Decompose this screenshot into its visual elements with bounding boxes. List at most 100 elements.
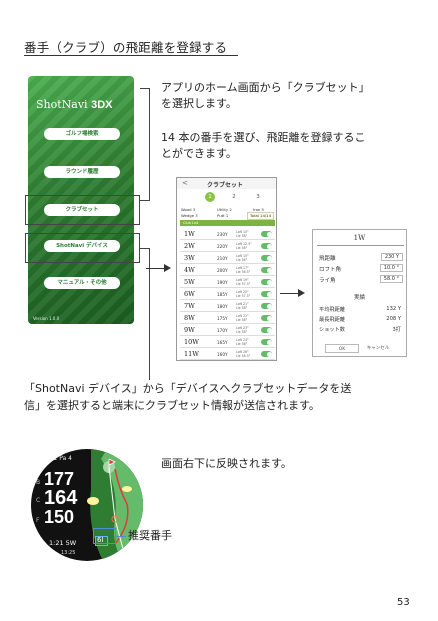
club-toggle[interactable]: [261, 279, 272, 285]
round-time-club: 1:21 5W: [49, 539, 77, 547]
lie-input[interactable]: 58.0 °: [379, 275, 403, 283]
avg-distance-row: 平均飛距離 132 Y: [319, 306, 403, 313]
recommended-club-callout-box: [93, 528, 116, 544]
club-detail-dialog: 1W 飛距離 230 Y ロフト角 10.0 ° ライ角 58.0 ° 実績 平…: [312, 229, 407, 357]
utility-count: Utility 2: [217, 207, 232, 212]
club-distance: 230Y: [217, 231, 228, 237]
app-model-text: 3DX: [91, 99, 113, 111]
club-toggle[interactable]: [261, 351, 272, 357]
back-icon[interactable]: <: [182, 179, 188, 187]
club-toggle[interactable]: [261, 243, 272, 249]
max-distance-label: 最長飛距離: [319, 317, 345, 323]
club-set-tabs: 1 2 3: [185, 192, 271, 204]
club-set-screen: < クラブセット 1 2 3 Wood 3 Utility 2 Iron 5 W…: [176, 177, 277, 361]
club-toggle[interactable]: [261, 339, 272, 345]
shot-count-row: ショット数 3打: [319, 326, 403, 333]
club-loft: Loft 24°: [236, 337, 249, 342]
club-distance: 165Y: [217, 339, 228, 345]
distance-row: 飛距離 230 Y: [319, 253, 403, 262]
club-distance: 210Y: [217, 255, 228, 261]
ok-button[interactable]: OK: [325, 344, 359, 353]
club-list-header: Club List: [180, 220, 275, 226]
golf-course-search-button[interactable]: ゴルフ場検索: [44, 128, 120, 140]
club-loft-lie: Loft 21°Lie 58°: [236, 302, 249, 310]
club-toggle[interactable]: [261, 291, 272, 297]
club-lie: Lie 58.5°: [236, 353, 251, 358]
club-toggle[interactable]: [261, 315, 272, 321]
club-toggle[interactable]: [261, 267, 272, 273]
tab-set-1[interactable]: 1: [205, 192, 215, 202]
club-set-button[interactable]: クラブセット: [44, 204, 120, 216]
club-row[interactable]: 7W 180Y Loft 21°Lie 58°: [180, 300, 275, 312]
round-history-button[interactable]: ラウンド履歴: [44, 166, 120, 178]
club-distance: 220Y: [217, 243, 228, 249]
club-loft-lie: Loft 19°Lie 57.5°: [236, 278, 250, 286]
club-distance: 175Y: [217, 315, 228, 321]
club-distance: 180Y: [217, 303, 228, 309]
hole-par-text: H1 Pa 4: [49, 455, 72, 462]
club-lie: Lie 58°: [236, 329, 248, 334]
club-loft-lie: Loft 20°Lie 57.5°: [236, 290, 250, 298]
shotnavi-device-button[interactable]: ShotNavi デバイス: [44, 240, 120, 252]
recommended-club-value: 6I: [97, 536, 104, 544]
recommended-club-label: 推奨番手: [128, 529, 172, 542]
loft-row: ロフト角 10.0 °: [319, 264, 403, 273]
club-lie: Lie 58°: [236, 233, 248, 238]
cancel-button[interactable]: キャンセル: [366, 346, 390, 351]
shotnavi-device-highlight: [25, 233, 140, 263]
dialog-divider: [317, 245, 404, 246]
club-loft: Loft 10°: [236, 229, 249, 234]
recommended-club-callout-line: [116, 536, 126, 537]
club-loft-lie: Loft 15°Lie 56°: [236, 254, 249, 262]
club-name: 6W: [184, 290, 195, 298]
app-home-screen: ShotNavi 3DX ゴルフ場検索 ラウンド履歴 クラブセット ShotNa…: [28, 76, 134, 324]
device-send-text-2: 信」を選択すると端末にクラブセット情報が送信されます。: [24, 399, 320, 412]
club-loft: Loft 17°: [236, 265, 249, 270]
club-lie: Lie 58°: [236, 305, 248, 310]
loft-input[interactable]: 10.0 °: [379, 264, 403, 272]
club-toggle[interactable]: [261, 231, 272, 237]
center-marker: C: [36, 497, 41, 504]
club-name: 10W: [184, 338, 199, 346]
lie-row: ライ角 58.0 °: [319, 275, 403, 284]
club-loft: Loft 15°: [236, 253, 249, 258]
club-lie: Lie 58°: [236, 317, 248, 322]
putt-count: Putt 1: [217, 212, 229, 218]
tab-set-2[interactable]: 2: [232, 194, 236, 200]
club-loft: Loft 20°: [236, 289, 249, 294]
tab-set-3[interactable]: 3: [256, 194, 260, 200]
club-loft-lie: Loft 22°Lie 58°: [236, 314, 249, 322]
intro-text-3: 14 本の番手を選び、飛距離を登録するこ: [161, 131, 366, 144]
club-toggle[interactable]: [261, 303, 272, 309]
club-loft-lie: Loft 17°Lie 56.5°: [236, 266, 250, 274]
club-name: 8W: [184, 314, 195, 322]
manual-other-button[interactable]: マニュアル・その他: [44, 277, 120, 289]
recommended-club-frame: [95, 536, 108, 546]
club-name: 7W: [184, 302, 195, 310]
total-count: Total 14/14: [246, 212, 274, 220]
club-loft-lie: Loft 12.5°Lie 58°: [236, 242, 252, 250]
distance-input[interactable]: 230 Y: [380, 253, 403, 261]
arrow-2-line: [280, 293, 300, 294]
course-map-graphic: [87, 449, 143, 561]
center-distance: 164: [44, 487, 78, 509]
intro-text-2: を選択します。: [161, 97, 237, 110]
heading-underline: [24, 55, 238, 56]
arrow-2-head: [298, 289, 305, 297]
app-logo: ShotNavi 3DX: [36, 98, 113, 111]
club-distance: 200Y: [217, 267, 228, 273]
club-toggle[interactable]: [261, 255, 272, 261]
intro-text-1: アプリのホーム画面から「クラブセット」: [161, 81, 370, 94]
club-loft-lie: Loft 26°Lie 58.5°: [236, 350, 250, 358]
club-row[interactable]: 8W 175Y Loft 22°Lie 58°: [180, 312, 275, 324]
club-toggle[interactable]: [261, 327, 272, 333]
